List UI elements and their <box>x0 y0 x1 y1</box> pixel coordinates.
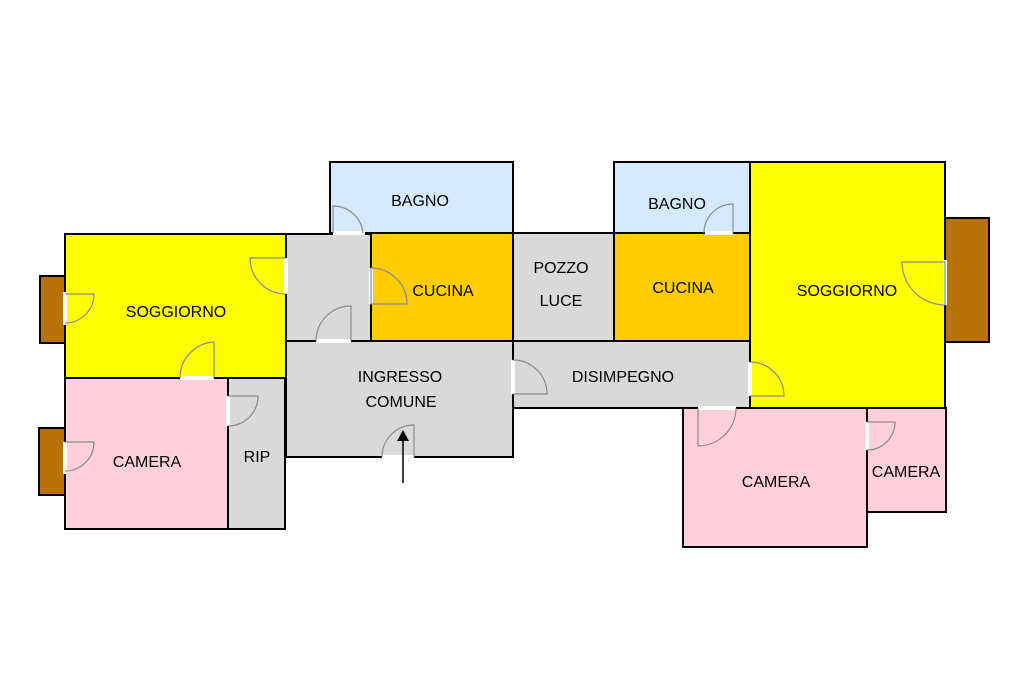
label-cucina-right: CUCINA <box>652 280 714 297</box>
balcony-right <box>944 217 990 343</box>
label-disimpegno: DISIMPEGNO <box>572 369 674 386</box>
room-camera-right-small <box>866 407 947 513</box>
room-disimpegno <box>512 340 751 409</box>
room-pozzo-luce <box>512 232 615 342</box>
label-soggiorno-right: SOGGIORNO <box>797 283 897 300</box>
room-bagno-left <box>329 161 514 234</box>
label-camera-right-small: CAMERA <box>872 464 941 481</box>
label-bagno-right: BAGNO <box>648 196 706 213</box>
label-pozzo: POZZO <box>533 260 588 277</box>
label-cucina-left: CUCINA <box>412 283 474 300</box>
label-comune: COMUNE <box>365 394 436 411</box>
label-camera-left: CAMERA <box>113 454 182 471</box>
balcony-left-lower <box>38 427 66 496</box>
label-rip: RIP <box>244 449 271 466</box>
door-swing-icon <box>63 203 947 474</box>
balcony-left-upper <box>39 275 66 344</box>
room-rip <box>227 377 286 530</box>
label-luce: LUCE <box>540 293 583 310</box>
room-soggiorno-left <box>64 233 287 379</box>
room-corridor-left <box>285 233 372 342</box>
label-ingresso: INGRESSO <box>358 369 442 386</box>
label-camera-right-large: CAMERA <box>742 474 811 491</box>
room-cucina-right <box>613 232 751 342</box>
label-soggiorno-left: SOGGIORNO <box>126 304 226 321</box>
label-bagno-left: BAGNO <box>391 193 449 210</box>
entrance-arrow-icon <box>397 430 409 483</box>
